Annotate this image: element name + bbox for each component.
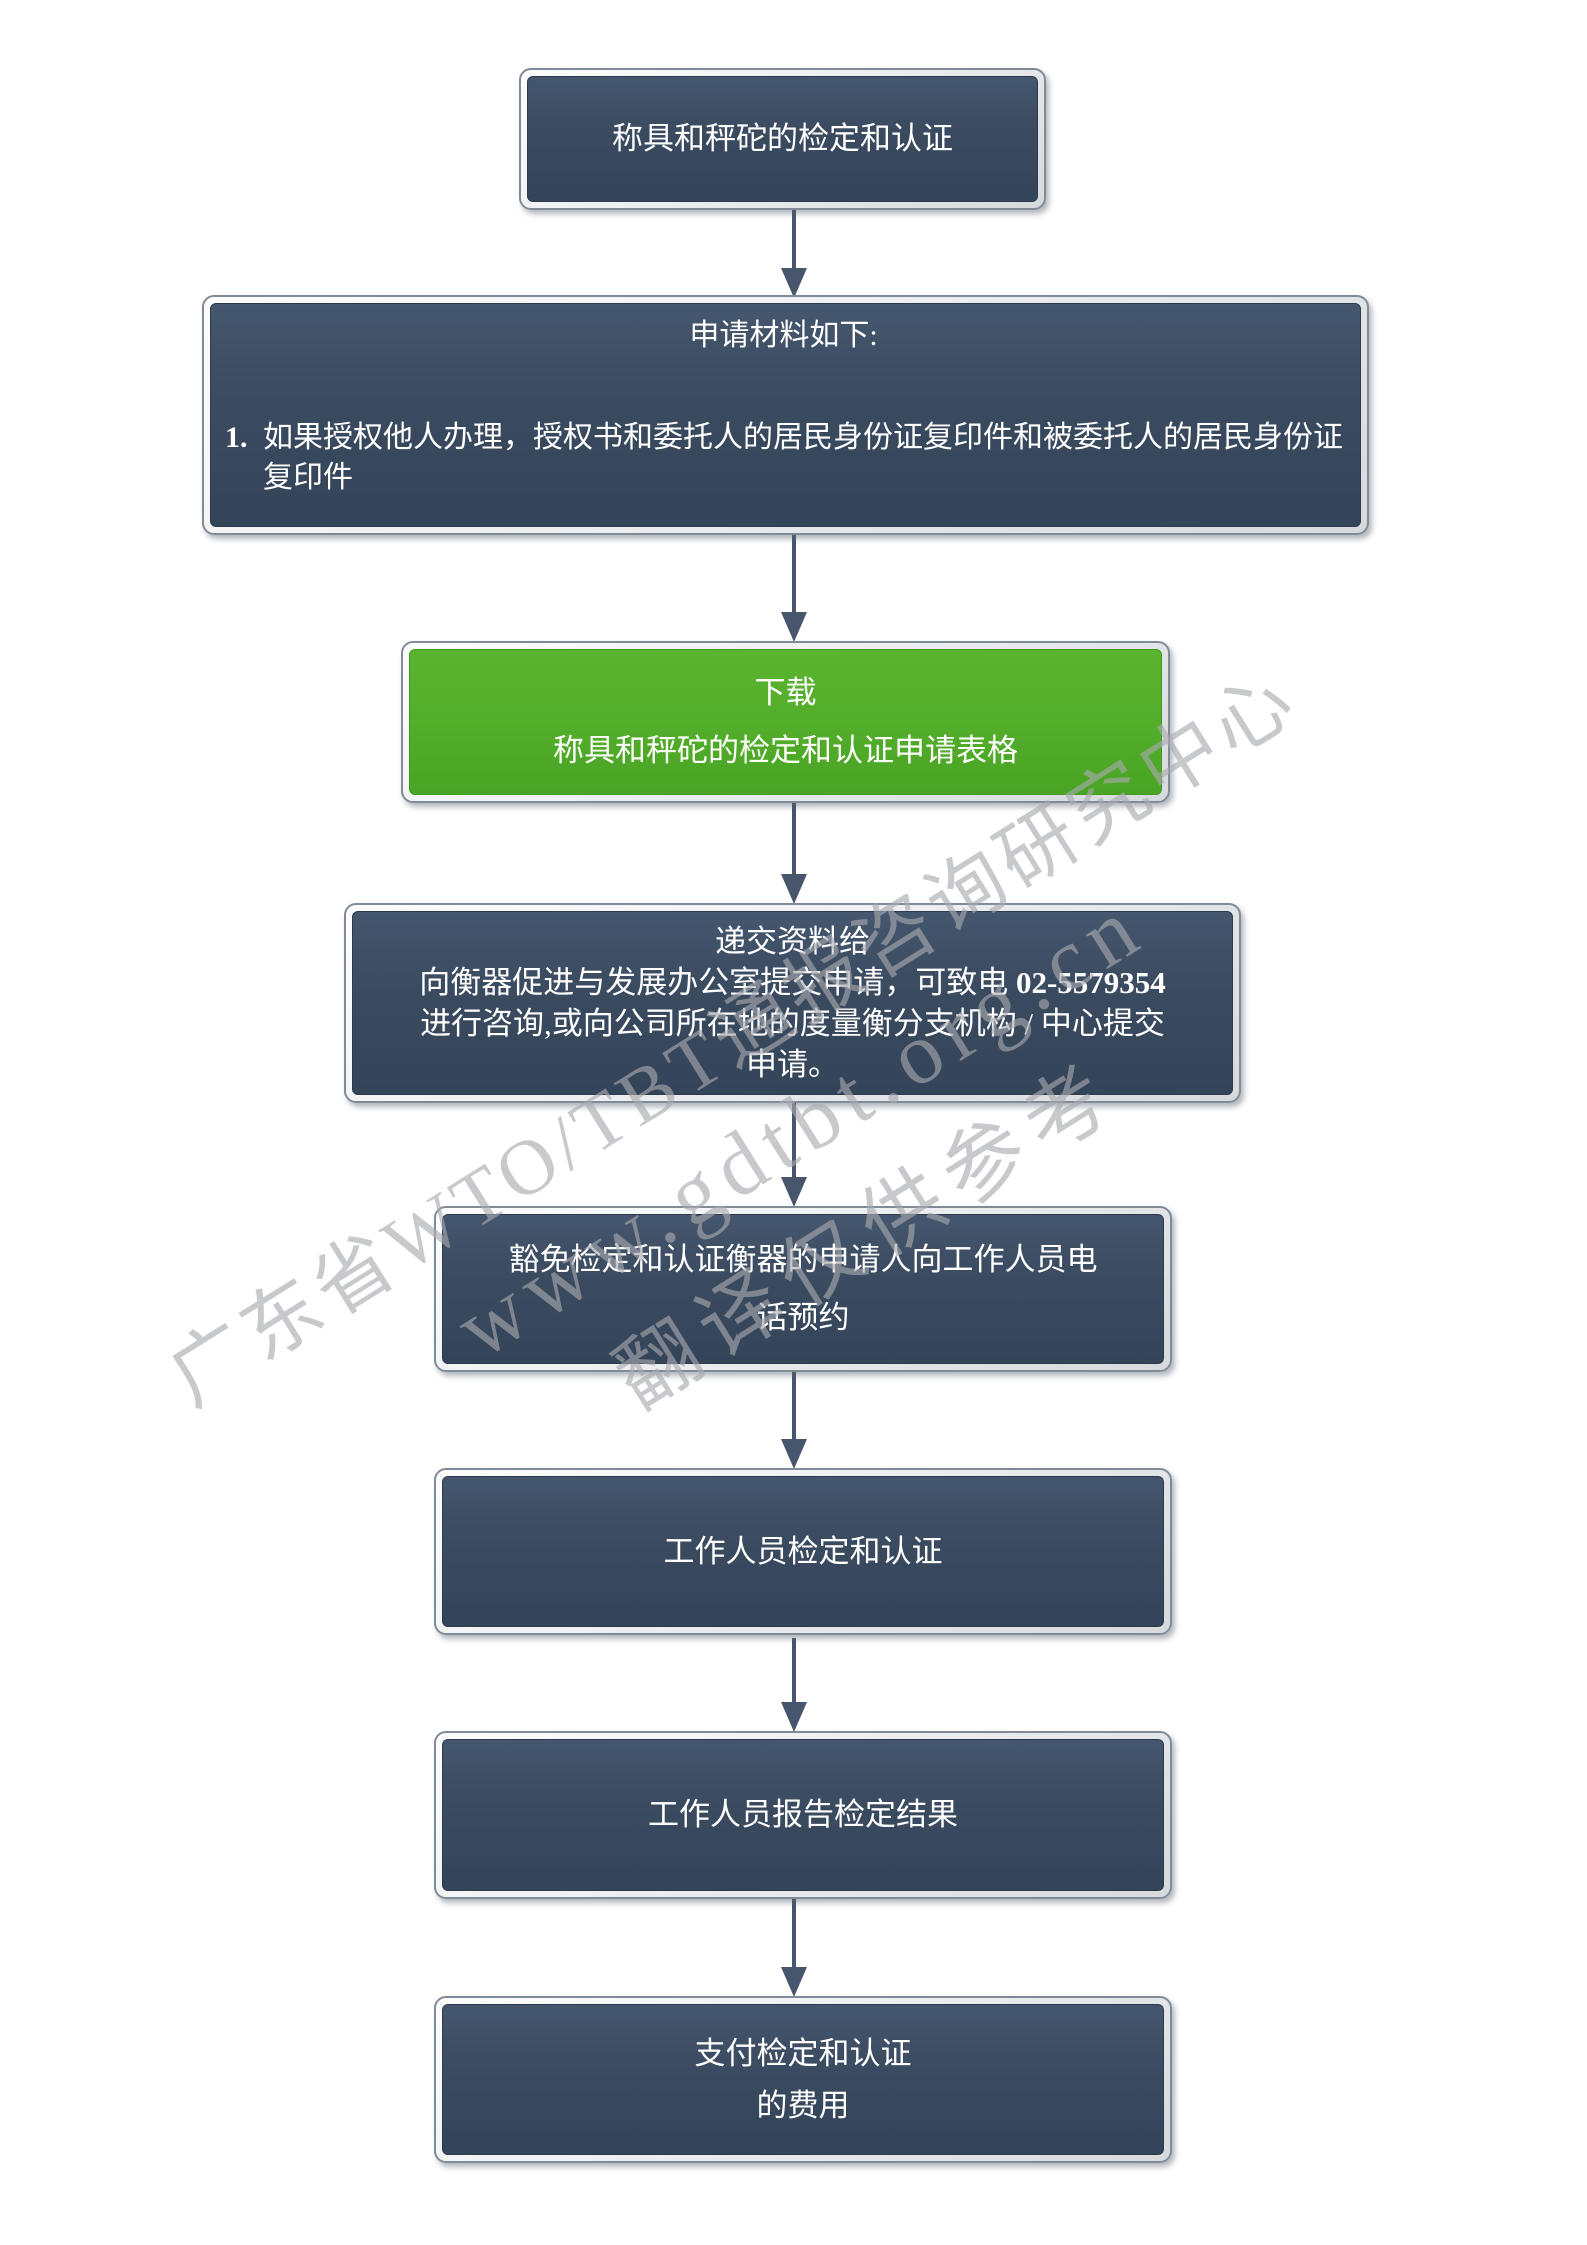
flow-node-phone-appointment: 豁免检定和认证衡器的申请人向工作人员电 话预约 (434, 1206, 1172, 1372)
arrow-shaft (792, 803, 796, 874)
node-text: 话预约 (756, 1300, 850, 1335)
flow-node-submit-materials: 递交资料给 向衡器促进与发展办公室提交申请，可致电 02-5579354 进行咨… (344, 903, 1241, 1103)
node-text: 进行咨询,或向公司所在地的度量衡分支机构 / 中心提交 (420, 1005, 1165, 1041)
arrow-head-icon (781, 612, 807, 642)
flow-arrow (781, 210, 807, 298)
flow-arrow (781, 1899, 807, 1997)
node-body: 豁免检定和认证衡器的申请人向工作人员电 话预约 (442, 1214, 1164, 1364)
node-text: 的费用 (756, 2087, 850, 2123)
node-text: 豁免检定和认证衡器的申请人向工作人员电 (508, 1242, 1098, 1277)
node-body: 申请材料如下: 1. 如果授权他人办理，授权书和委托人的居民身份证复印件和被委托… (210, 303, 1361, 527)
node-text: 支付检定和认证 (694, 2035, 912, 2071)
materials-title: 申请材料如下: (689, 319, 878, 352)
arrow-shaft (792, 1372, 796, 1439)
phone-number: 02-5579354 (1015, 964, 1166, 1000)
flow-node-staff-report: 工作人员报告检定结果 (434, 1731, 1172, 1899)
arrow-shaft (792, 1638, 796, 1702)
list-item-marker: 1. (225, 421, 248, 454)
arrow-shaft (792, 1899, 796, 1967)
flow-node-staff-verification: 工作人员检定和认证 (434, 1468, 1172, 1635)
node-body: 工作人员报告检定结果 (442, 1739, 1164, 1891)
arrow-shaft (792, 210, 796, 268)
arrow-shaft (792, 1103, 796, 1177)
node-text-part: 向衡器促进与发展办公室提交申请，可致电 (419, 964, 1016, 1000)
node-body: 称具和秤砣的检定和认证 (527, 76, 1038, 202)
flow-arrow (781, 535, 807, 642)
download-form-name: 称具和秤砣的检定和认证申请表格 (553, 733, 1018, 768)
flow-arrow (781, 803, 807, 904)
node-text: 称具和秤砣的检定和认证 (612, 121, 953, 156)
arrow-head-icon (781, 268, 807, 298)
flow-node-pay-fee: 支付检定和认证 的费用 (434, 1996, 1172, 2163)
flow-arrow (781, 1103, 807, 1207)
arrow-head-icon (781, 1702, 807, 1732)
node-text: 向衡器促进与发展办公室提交申请，可致电 02-5579354 (419, 965, 1166, 1001)
arrow-head-icon (781, 1177, 807, 1207)
flow-node-materials: 申请材料如下: 1. 如果授权他人办理，授权书和委托人的居民身份证复印件和被委托… (202, 295, 1369, 535)
download-label: 下载 (754, 675, 817, 710)
arrow-head-icon (781, 874, 807, 904)
node-text: 工作人员检定和认证 (663, 1533, 943, 1569)
arrow-head-icon (781, 1439, 807, 1469)
arrow-shaft (792, 535, 796, 612)
node-text: 工作人员报告检定结果 (648, 1797, 958, 1832)
arrow-head-icon (781, 1967, 807, 1997)
materials-item: 1. 如果授权他人办理，授权书和委托人的居民身份证复印件和被委托人的居民身份证复… (223, 418, 1344, 498)
list-item-text: 如果授权他人办理，授权书和委托人的居民身份证复印件和被委托人的居民身份证复印件 (263, 421, 1343, 494)
flow-node-process-title: 称具和秤砣的检定和认证 (519, 68, 1046, 210)
node-text: 申请。 (746, 1046, 839, 1082)
node-body: 下载 称具和秤砣的检定和认证申请表格 (409, 649, 1162, 795)
flow-arrow (781, 1638, 807, 1732)
flow-arrow (781, 1372, 807, 1469)
node-body: 工作人员检定和认证 (442, 1476, 1164, 1627)
node-body: 递交资料给 向衡器促进与发展办公室提交申请，可致电 02-5579354 进行咨… (352, 911, 1233, 1095)
flow-node-download-form[interactable]: 下载 称具和秤砣的检定和认证申请表格 (401, 641, 1170, 803)
node-body: 支付检定和认证 的费用 (442, 2004, 1164, 2155)
node-text: 递交资料给 (715, 923, 870, 959)
